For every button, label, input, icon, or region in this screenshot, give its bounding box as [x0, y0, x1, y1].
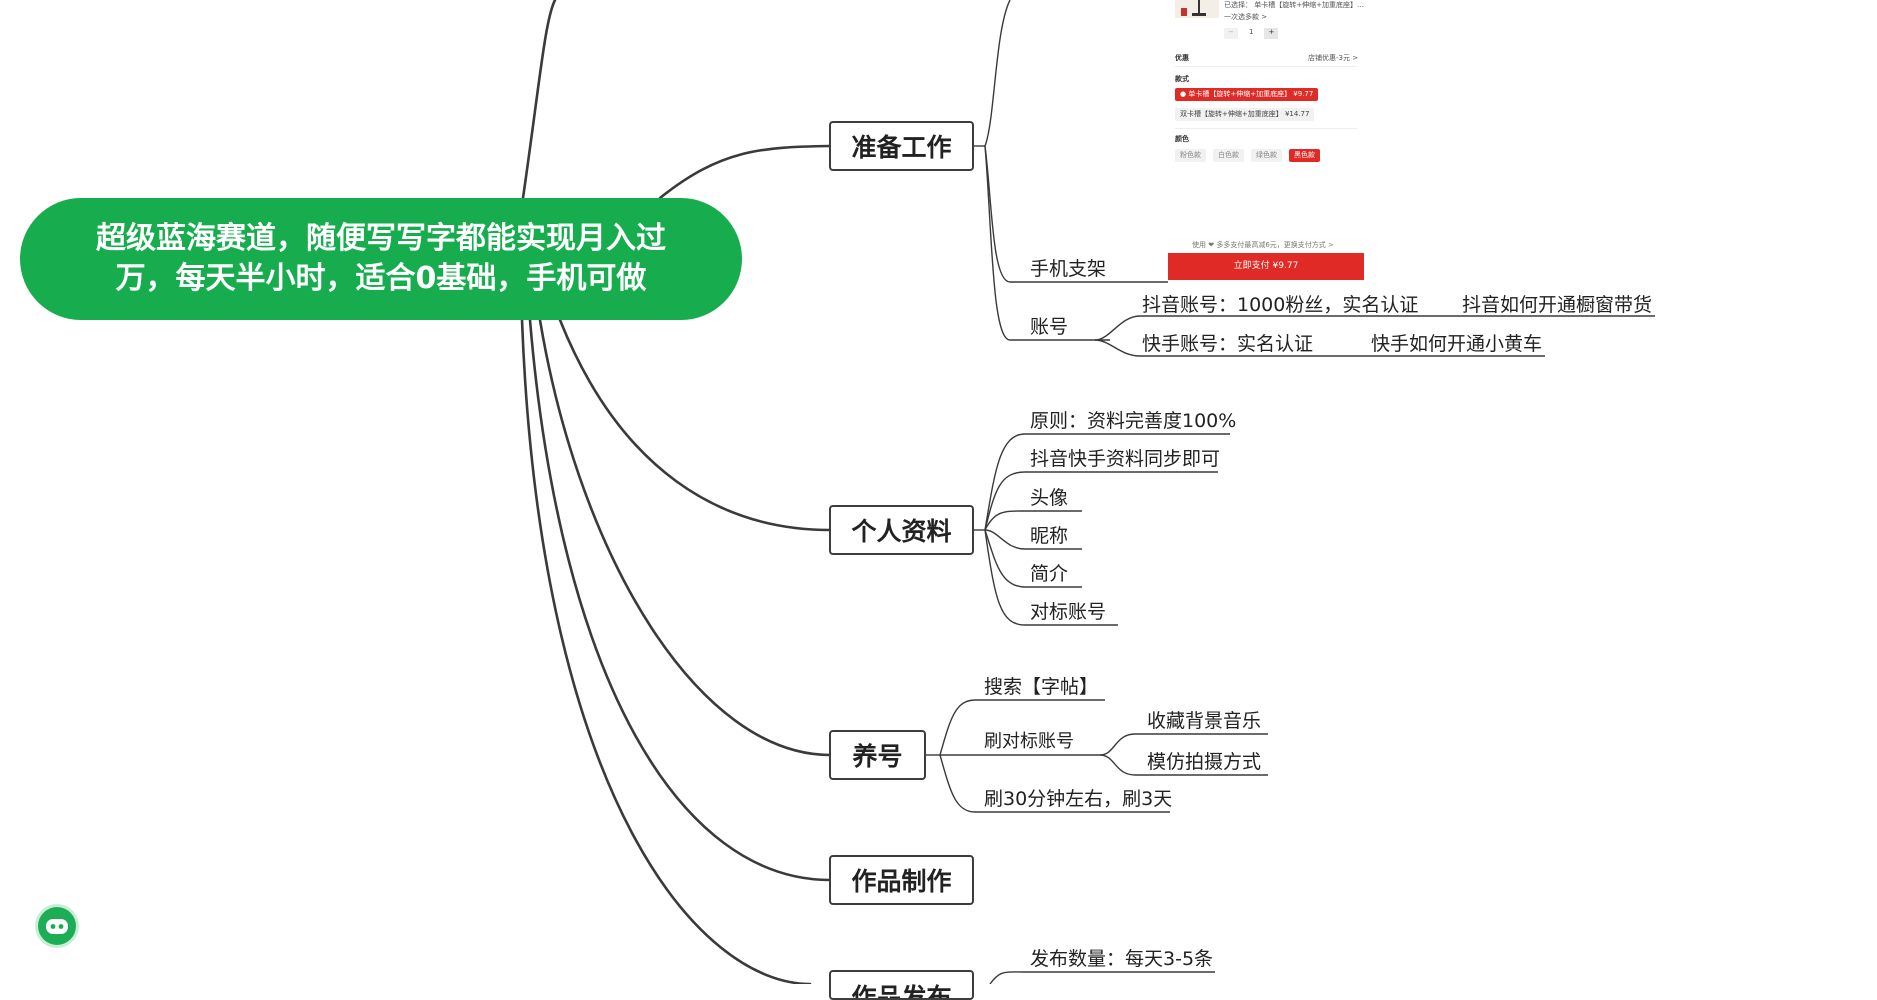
leaf-kuaishou-account[interactable]: 快手账号：实名认证 [1142, 333, 1314, 355]
divider [1175, 66, 1357, 67]
leaf-profile-benchmark[interactable]: 对标账号 [1030, 601, 1107, 623]
leaf-douyin-account[interactable]: 抖音账号：1000粉丝，实名认证 [1142, 294, 1419, 316]
root-title-line2: 万，每天半小时，适合0基础，手机可做 [115, 261, 647, 296]
robot-icon [46, 919, 68, 934]
assistant-bot-button[interactable] [38, 907, 76, 945]
branch-nurture[interactable]: 养号 [829, 730, 926, 780]
color-option[interactable]: 绿色款 [1251, 149, 1282, 162]
quantity-value: 1 [1249, 28, 1254, 36]
divider [1175, 128, 1357, 129]
leaf-publish-count[interactable]: 发布数量：每天3-5条 [1030, 948, 1214, 970]
leaf-search-copybook[interactable]: 搜索【字帖】 [984, 676, 1099, 698]
leaf-phone-stand[interactable]: 手机支架 [1030, 258, 1107, 280]
link-root-profile [558, 318, 832, 532]
leaf-profile-bio[interactable]: 简介 [1030, 563, 1069, 585]
style-option-single[interactable]: ● 单卡槽【旋转+伸缩+加重底座】 ¥9.77 [1175, 88, 1319, 101]
leaf-kuaishou-cart[interactable]: 快手如何开通小黄车 [1371, 333, 1543, 355]
style-option-double[interactable]: 双卡槽【旋转+伸缩+加重底座】 ¥14.77 [1175, 108, 1315, 121]
branch-profile[interactable]: 个人资料 [829, 505, 974, 555]
color-option[interactable]: 粉色款 [1175, 149, 1206, 162]
link-root-nurture [538, 318, 832, 757]
leaf-profile-principle[interactable]: 原则：资料完善度100% [1030, 410, 1237, 432]
pay-tip[interactable]: 使用 ❤ 多多支付最高减6元，更换支付方式 > [1192, 241, 1334, 249]
root-title-line1: 超级蓝海赛道，随便写写字都能实现月入过 [96, 221, 666, 256]
color-option-selected[interactable]: 黑色款 [1289, 149, 1320, 162]
leaf-account[interactable]: 账号 [1030, 316, 1069, 338]
leaf-save-music[interactable]: 收藏背景音乐 [1147, 710, 1262, 732]
branch-publish[interactable]: 作品发布 [829, 970, 974, 1000]
discount-label: 优惠 [1175, 54, 1189, 62]
decrease-button[interactable]: − [1224, 28, 1238, 39]
increase-button[interactable]: + [1264, 28, 1279, 39]
leaf-douyin-showcase[interactable]: 抖音如何开通橱窗带货 [1462, 294, 1653, 316]
leaf-browse-duration[interactable]: 刷30分钟左右，刷3天 [984, 788, 1173, 810]
leaf-profile-sync[interactable]: 抖音快手资料同步即可 [1030, 448, 1221, 470]
link-root-production [528, 318, 832, 882]
selected-spec: 已选择： 单卡槽【旋转+伸缩+加重底座】… [1224, 1, 1364, 9]
leaf-profile-avatar[interactable]: 头像 [1030, 487, 1069, 509]
link-root-prep [658, 144, 832, 200]
branch-prep[interactable]: 准备工作 [829, 121, 974, 171]
color-option[interactable]: 白色款 [1213, 149, 1244, 162]
product-thumbnail [1175, 0, 1219, 18]
quantity-stepper[interactable]: − 1 + [1224, 28, 1304, 39]
leaf-profile-nickname[interactable]: 昵称 [1030, 525, 1069, 547]
style-label: 款式 [1175, 75, 1189, 83]
leaf-browse-benchmark[interactable]: 刷对标账号 [984, 731, 1074, 752]
phone-stand-screenshot: 已选择： 单卡槽【旋转+伸缩+加重底座】… 一次选多款 > − 1 + 优惠 店… [1168, 0, 1364, 283]
root-topic[interactable]: 超级蓝海赛道，随便写写字都能实现月入过万，每天半小时，适合0基础，手机可做 [20, 198, 742, 320]
leaf-imitate-shooting[interactable]: 模仿拍摄方式 [1147, 751, 1262, 773]
link-root-top [521, 0, 557, 200]
branch-production[interactable]: 作品制作 [829, 855, 974, 905]
discount-value[interactable]: 店铺优惠-3元 > [1308, 54, 1359, 62]
multi-select-link[interactable]: 一次选多款 > [1224, 13, 1268, 21]
color-label: 颜色 [1175, 135, 1189, 143]
pay-now-button[interactable]: 立即支付 ¥9.77 [1168, 253, 1364, 280]
link-root-publish [520, 318, 812, 984]
